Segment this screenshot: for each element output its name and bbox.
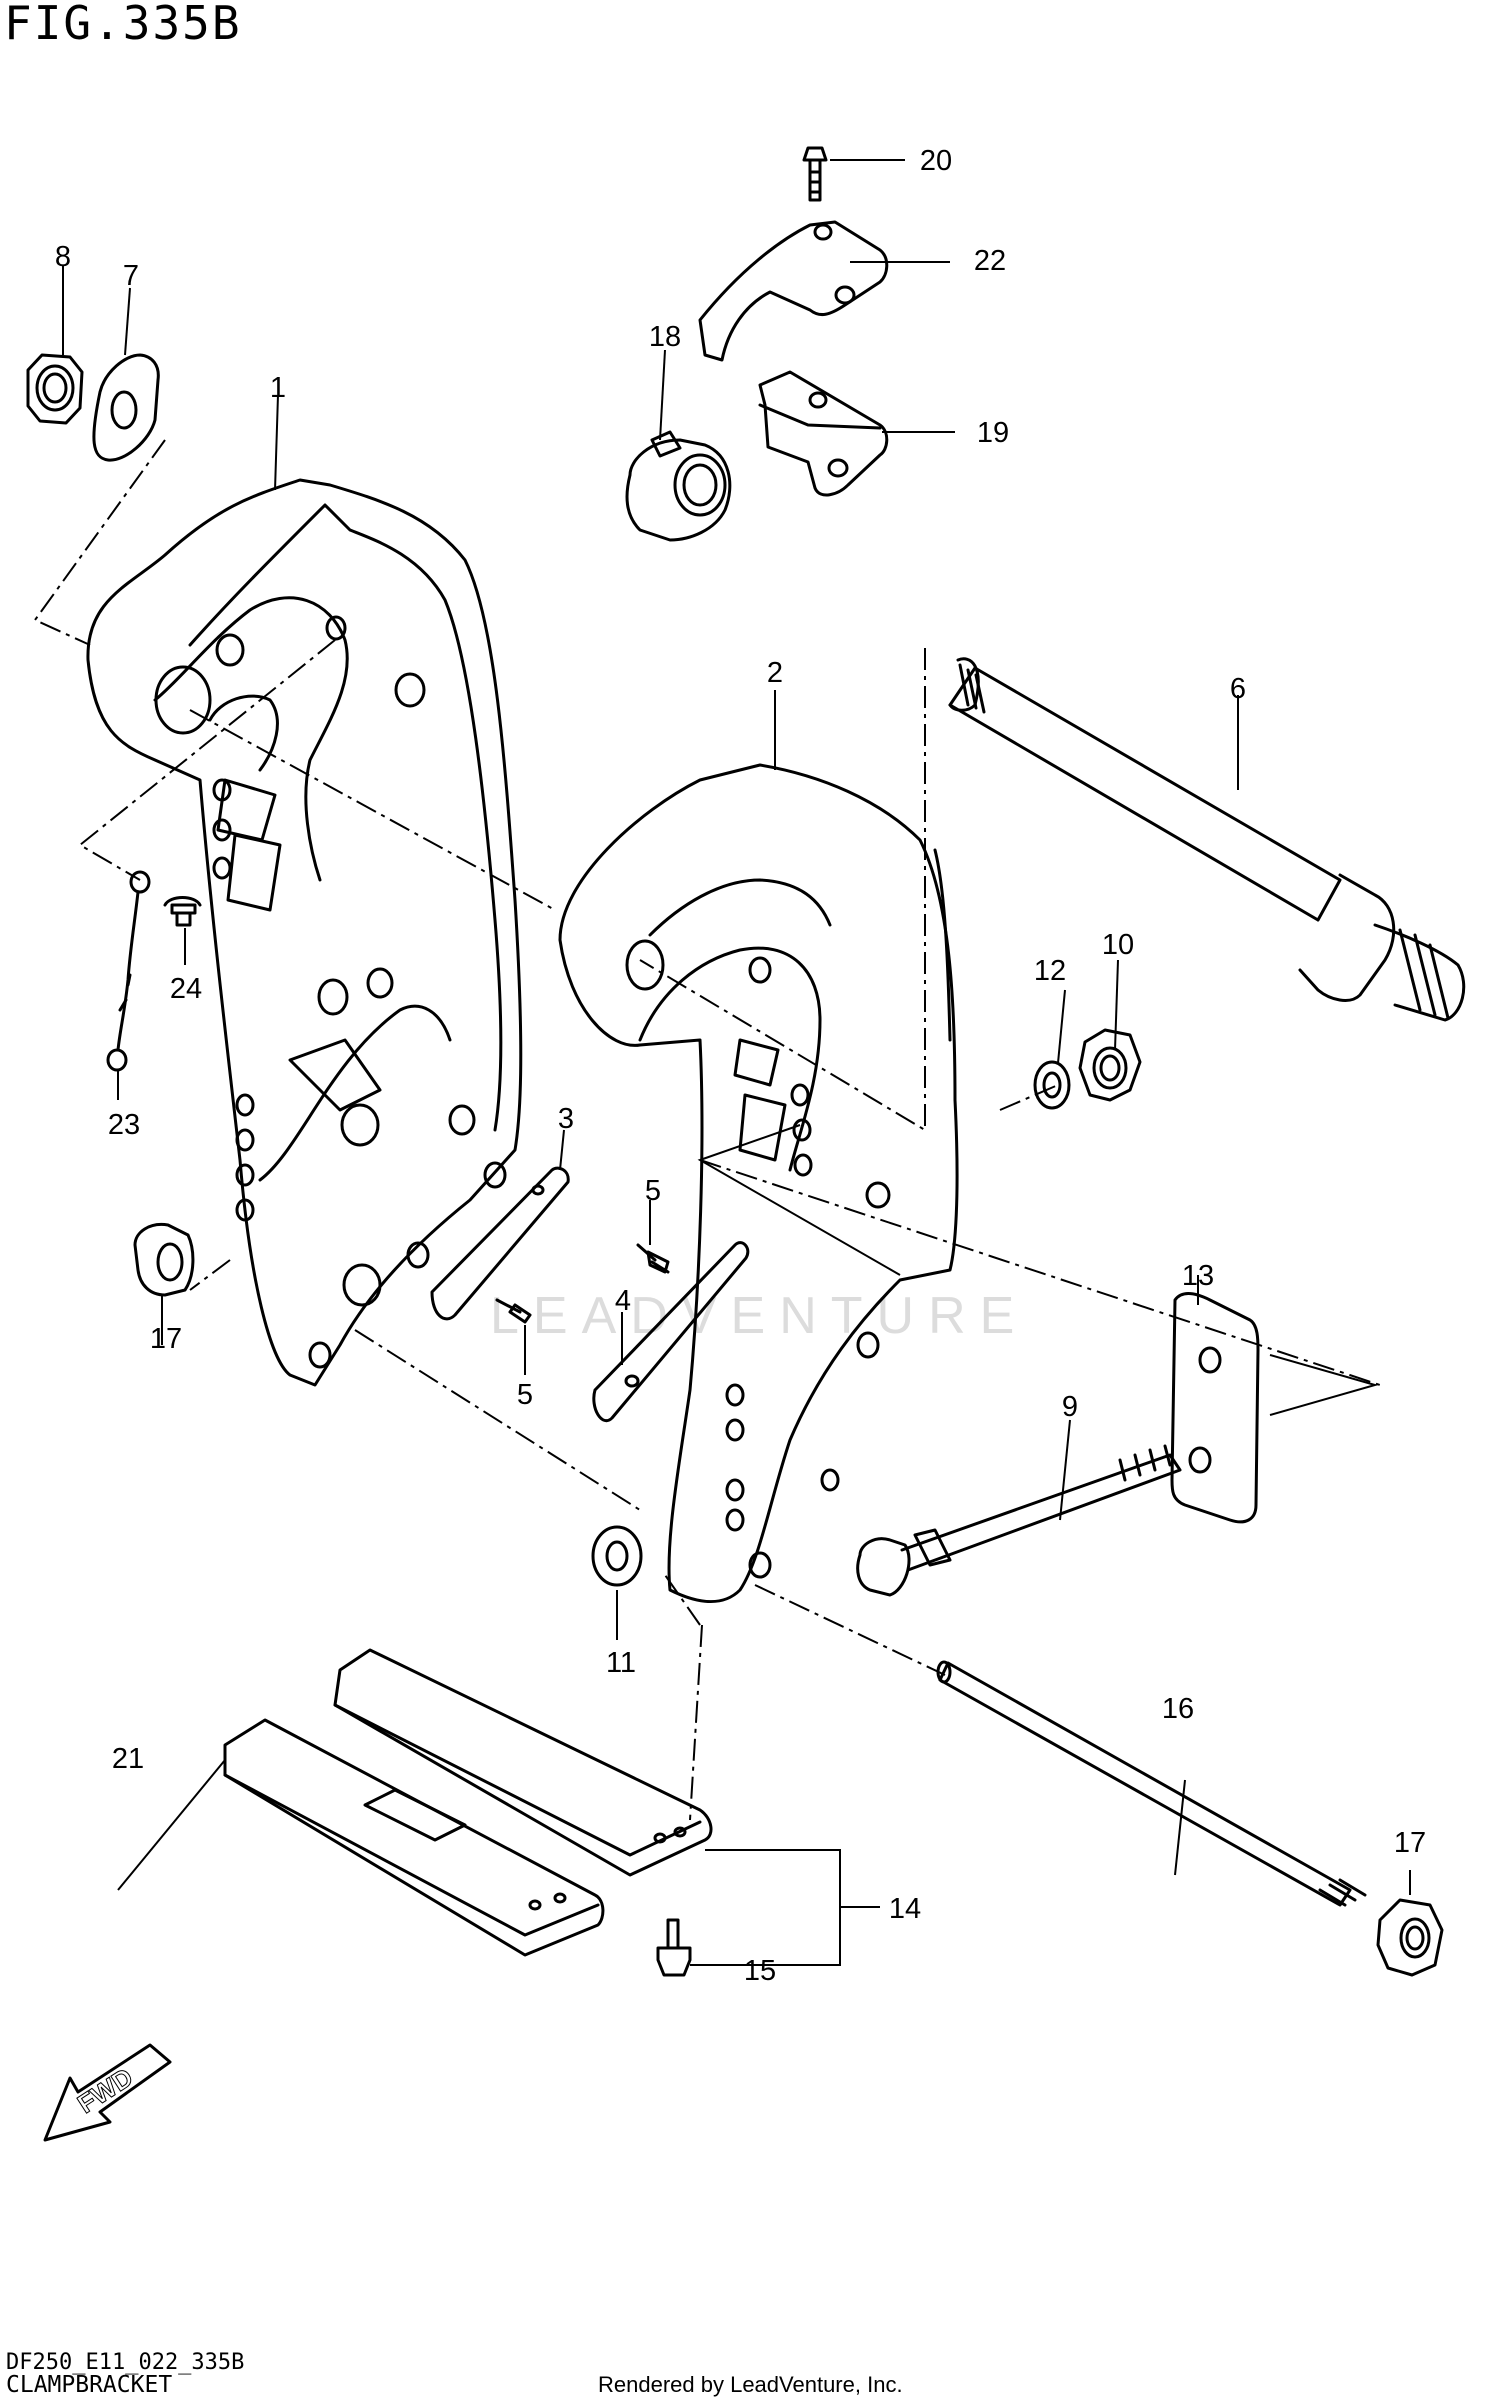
callout-23: 23 — [108, 1109, 140, 1141]
watermark-text: LEADVENTURE — [490, 1287, 1029, 1345]
clamp-bracket-starboard — [558, 763, 959, 1604]
bolt-15 — [656, 1918, 692, 1977]
callout-19: 19 — [977, 417, 1009, 449]
callout-1: 1 — [270, 372, 286, 404]
rendered-by: Rendered by LeadVenture, Inc. — [598, 2372, 903, 2397]
nut-10 — [1078, 1028, 1142, 1102]
nut-17-right — [1376, 1898, 1444, 1977]
fwd-arrow-icon — [43, 2043, 172, 2142]
bolt-9 — [856, 1444, 1182, 1597]
shaft-16 — [936, 1660, 1367, 1907]
fwd-label: FWD — [72, 2062, 138, 2119]
bolt-5-upper — [636, 1243, 670, 1274]
callout-7: 7 — [123, 260, 139, 292]
spacer-14 — [333, 1648, 713, 1877]
callout-17b: 17 — [1394, 1827, 1426, 1859]
leader-lines — [62, 159, 1411, 1966]
screw-24 — [163, 896, 202, 927]
callout-6: 6 — [1230, 673, 1246, 705]
clamp-shaft-6 — [948, 657, 1466, 1022]
grommet-18 — [625, 430, 732, 542]
callout-16: 16 — [1162, 1693, 1194, 1725]
callout-22: 22 — [974, 245, 1006, 277]
nut-8 — [26, 353, 84, 425]
callout-3: 3 — [558, 1103, 574, 1135]
callout-21: 21 — [112, 1743, 144, 1775]
ground-lead-23 — [106, 870, 151, 1072]
callout-14: 14 — [889, 1893, 921, 1925]
callout-12: 12 — [1034, 955, 1066, 987]
washer-12 — [1033, 1060, 1071, 1110]
callout-17a: 17 — [150, 1323, 182, 1355]
plate-13 — [1170, 1292, 1260, 1524]
cover-22 — [698, 220, 889, 362]
callout-15: 15 — [744, 1955, 776, 1987]
bracket-19 — [758, 370, 889, 497]
callout-4: 4 — [615, 1285, 631, 1317]
pointer-lines — [697, 1124, 1379, 1416]
figure-code: DF250_E11_022_335B — [6, 2350, 245, 2375]
callout-13: 13 — [1182, 1260, 1214, 1292]
callout-5a: 5 — [645, 1175, 661, 1207]
callout-24: 24 — [170, 973, 202, 1005]
callout-2: 2 — [767, 657, 783, 689]
liner-4 — [592, 1241, 750, 1422]
bolt-5-lower — [495, 1298, 532, 1324]
plate-7 — [92, 353, 160, 462]
callout-labels: 8 7 1 2 6 3 5 4 5 12 10 13 9 11 16 17 17… — [55, 145, 1426, 1987]
alignment-lines — [33, 439, 1381, 1821]
callout-11: 11 — [606, 1647, 636, 1679]
liner-3 — [430, 1166, 570, 1321]
figure-title: FIG.335B — [4, 0, 242, 50]
callout-20: 20 — [920, 145, 952, 177]
callout-8: 8 — [55, 241, 71, 273]
washer-11 — [591, 1525, 643, 1587]
callout-18: 18 — [649, 321, 681, 353]
callout-9: 9 — [1062, 1391, 1078, 1423]
callout-5b: 5 — [517, 1379, 533, 1411]
nut-17-left — [133, 1222, 195, 1297]
callout-10: 10 — [1102, 929, 1134, 961]
spacer-21 — [223, 1718, 605, 1957]
bolt-20 — [802, 146, 828, 202]
figure-name: CLAMPBRACKET — [6, 2372, 173, 2398]
clamp-bracket-port — [86, 478, 523, 1387]
